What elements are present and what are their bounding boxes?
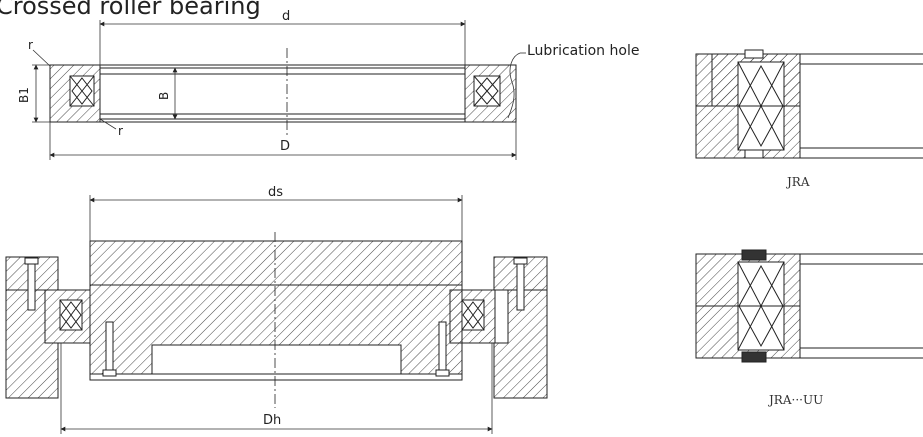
shaft-block — [89, 240, 463, 286]
dim-d-label: d — [282, 9, 290, 24]
bolt-right-bottom — [438, 321, 447, 373]
jra-uu-variant-section: JRA···UU — [695, 249, 923, 407]
title-fragment: Crossed roller bearing — [0, 0, 261, 20]
bolt-right-top — [516, 261, 525, 311]
lubrication-hole-callout: Lubrication hole — [527, 43, 639, 59]
dim-B1-label: B1 — [17, 87, 31, 103]
shaft-recess — [151, 344, 402, 375]
dim-Dh-label: Dh — [263, 413, 281, 428]
jra-variant-section: JRA — [695, 49, 923, 189]
jra-label: JRA — [785, 175, 810, 189]
bolt-left-bottom — [105, 321, 114, 373]
top-section-view: d D B B1 r r Lubrication hole — [17, 9, 639, 160]
bolt-left-top — [27, 261, 36, 311]
jra-uu-label: JRA···UU — [767, 393, 823, 407]
dim-D-label: D — [280, 139, 290, 154]
assembly-section-view: ds Dh — [5, 185, 548, 434]
dim-ds-label: ds — [268, 185, 283, 200]
dim-r-bottom-label: r — [118, 124, 123, 138]
dim-B-label: B — [157, 92, 171, 100]
dim-r-top-label: r — [28, 38, 33, 52]
